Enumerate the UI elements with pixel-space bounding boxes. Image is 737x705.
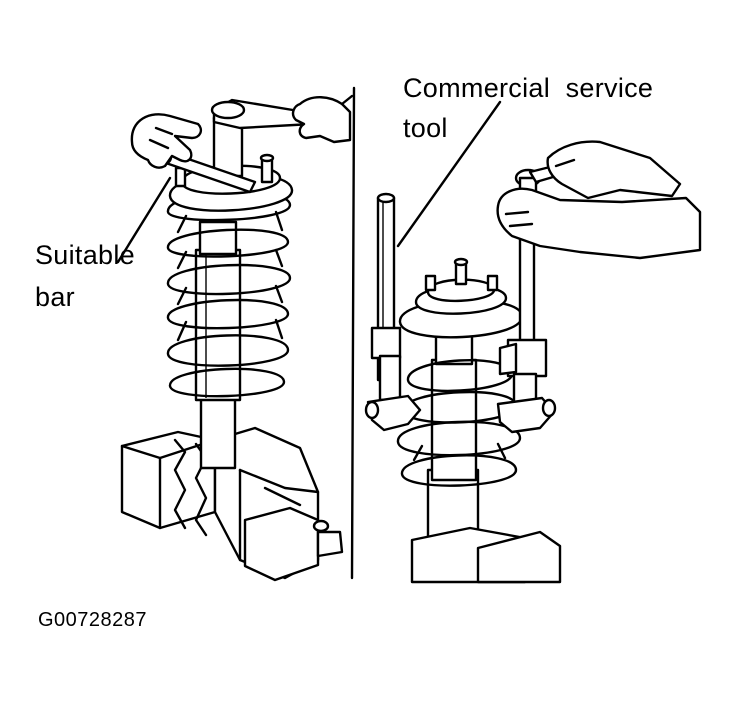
commercial-service-tool-label: Commercial service	[403, 73, 654, 103]
compressor-left-rod	[364, 192, 422, 432]
suitable-bar-label-line2: bar	[35, 282, 75, 312]
left-strut-assembly	[116, 94, 354, 582]
commercial-service-tool-label-line2: tool	[403, 113, 448, 143]
left-hand-on-bar	[130, 113, 203, 169]
bench-vise	[120, 426, 344, 582]
right-strut-body	[410, 328, 562, 584]
tool-leader-line	[396, 100, 502, 248]
hand-on-rod	[496, 187, 702, 260]
right-hand-on-wrench	[291, 94, 354, 144]
left-socket-wrench	[210, 98, 314, 178]
hand-on-ratchet	[546, 140, 682, 200]
left-strut-body	[194, 220, 242, 470]
suitable-bar-label: Suitable	[35, 240, 135, 270]
right-strut-assembly	[364, 100, 702, 584]
figure-id: G00728287	[38, 609, 148, 631]
right-upper-mount	[398, 257, 524, 339]
panel-divider	[350, 86, 356, 580]
